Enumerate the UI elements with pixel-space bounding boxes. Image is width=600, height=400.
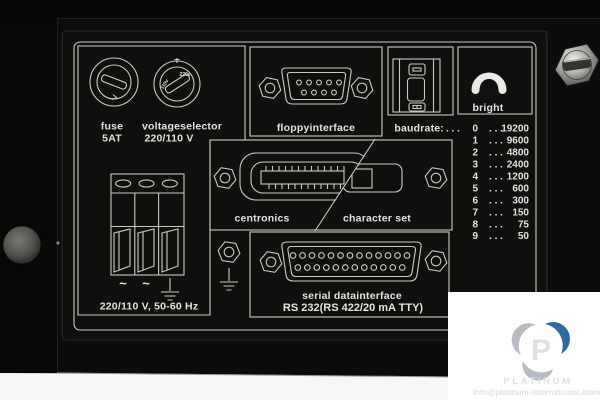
selector-mark-220: 220v — [179, 72, 190, 78]
baud-row: 4 . . . 1200 — [472, 172, 529, 183]
baudrate-label: baudrate: — [394, 123, 444, 135]
baud-row: 6 . . . 300 — [472, 196, 529, 207]
watermark: P PLATINUM Info@platinum-international.s… — [448, 292, 600, 400]
voltage-selector-label: voltageselector — [142, 121, 222, 133]
svg-text:6: 6 — [472, 196, 478, 207]
parallel-section-box — [209, 139, 453, 231]
svg-text:. . .: . . . — [489, 172, 503, 183]
db25-connector-icon — [257, 241, 450, 282]
svg-text:150: 150 — [512, 208, 529, 219]
baud-row: 8 . . . 75 — [472, 220, 529, 231]
svg-text:. . .: . . . — [489, 208, 503, 219]
centronics-label: centronics — [234, 213, 289, 225]
svg-text:1200: 1200 — [507, 172, 530, 183]
plate-border — [73, 41, 537, 331]
baudrate-leader: . . . — [446, 124, 460, 135]
svg-text:1: 1 — [472, 136, 478, 147]
baud-row: 7 . . . 150 — [472, 208, 529, 219]
svg-text:5: 5 — [472, 184, 478, 195]
svg-text:7: 7 — [472, 208, 478, 219]
baudrate-section-box — [387, 46, 454, 116]
top-bezel — [0, 0, 600, 18]
baudrate-switch-icon — [392, 58, 441, 113]
svg-text:4: 4 — [472, 172, 478, 183]
screw-head-icon — [554, 43, 600, 87]
serial-label-line1: serial datainterface — [302, 290, 402, 302]
baud-row: 2 . . . 4800 — [472, 148, 529, 159]
brightness-knob-icon — [471, 72, 507, 97]
svg-text:50: 50 — [518, 231, 530, 242]
baud-row: 9 . . . 50 — [472, 231, 529, 242]
floppy-section-box — [249, 46, 383, 137]
db9-connector-icon — [256, 67, 376, 105]
circuit-breaker-icon — [110, 173, 185, 276]
svg-text:600: 600 — [512, 184, 529, 195]
baud-row: 1 . . . 9600 — [472, 136, 529, 147]
floppy-label: floppyinterface — [277, 122, 355, 134]
svg-text:2400: 2400 — [507, 160, 530, 171]
selector-mark-110: 110v — [159, 78, 170, 91]
svg-text:300: 300 — [512, 196, 529, 207]
svg-text:. . .: . . . — [489, 148, 503, 159]
svg-text:8: 8 — [472, 220, 478, 231]
fuse-label: fuse — [101, 121, 123, 133]
serial-label-line2: RS 232(RS 422/20 mA TTY) — [283, 302, 424, 314]
fuse-cap-icon — [89, 57, 139, 107]
voltage-selector-value: 220/110 V — [144, 133, 193, 145]
baud-row: 0 . . .19200 — [472, 124, 529, 135]
character-set-label: character set — [343, 213, 411, 225]
bright-label: bright — [473, 102, 504, 114]
watermark-brand: PLATINUM — [503, 376, 572, 387]
baud-row: 5 . . . 600 — [472, 184, 529, 195]
svg-text:. . .: . . . — [489, 160, 503, 171]
svg-text:. . .: . . . — [489, 220, 503, 231]
svg-text:4800: 4800 — [507, 148, 530, 159]
ac-symbol-1: ~ — [119, 276, 127, 291]
svg-text:19200: 19200 — [501, 124, 529, 135]
svg-text:3: 3 — [472, 160, 478, 171]
svg-text:. . .: . . . — [489, 136, 503, 147]
svg-text:75: 75 — [518, 220, 530, 231]
section-divider-slash — [314, 138, 376, 232]
svg-text:. . .: . . . — [489, 196, 503, 207]
svg-text:2: 2 — [472, 148, 478, 159]
fuse-rating: 5AT — [102, 133, 122, 145]
logo-letter: P — [531, 334, 551, 367]
left-bezel — [0, 18, 57, 373]
svg-text:9: 9 — [472, 231, 478, 242]
watermark-box — [448, 292, 600, 400]
svg-text:. . .: . . . — [489, 231, 503, 242]
serial-section-box — [249, 231, 450, 318]
platinum-logo-icon: P — [511, 322, 570, 381]
mains-rating-label: 220/110 V, 50-60 Hz — [100, 301, 199, 313]
baud-row: 3 . . . 2400 — [472, 160, 529, 171]
ac-symbol-2: ~ — [142, 276, 150, 291]
svg-text:. . .: . . . — [489, 124, 503, 135]
svg-text:9600: 9600 — [507, 136, 530, 147]
bright-section-box — [457, 46, 533, 115]
svg-text:. . .: . . . — [489, 184, 503, 195]
svg-text:0: 0 — [472, 124, 478, 135]
voltage-selector-icon — [153, 58, 201, 108]
baudrate-table: 0. . .19200 1. . .9600 2. . .4800 3. . .… — [472, 124, 529, 243]
panel-mount-hole — [2, 225, 42, 265]
watermark-contact: Info@platinum-international.store — [473, 388, 600, 397]
dust-speck — [56, 241, 60, 245]
